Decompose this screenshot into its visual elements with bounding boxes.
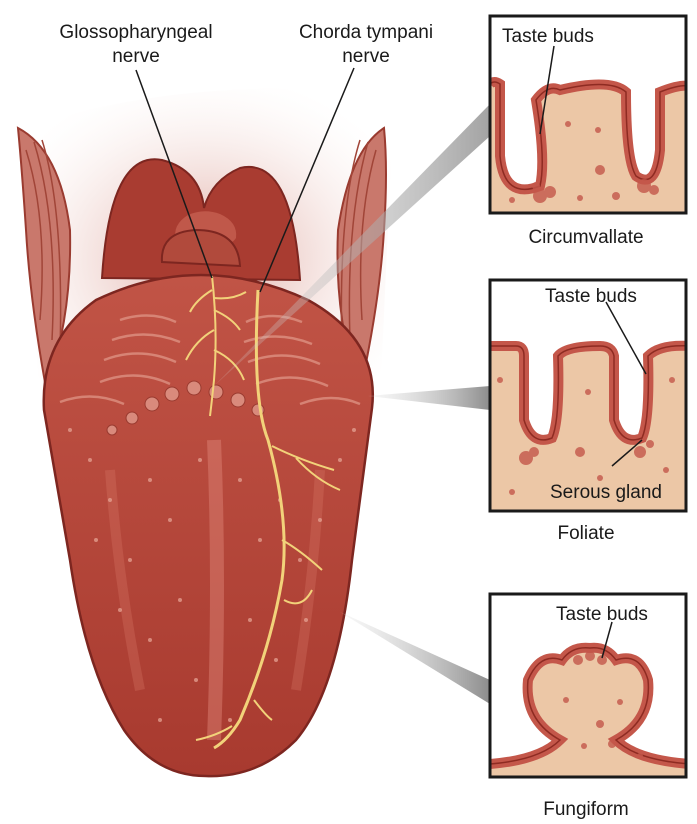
fungiform-pointer bbox=[340, 612, 490, 704]
glossopharyngeal-nerve bbox=[185, 275, 247, 417]
circumvallate-pointer bbox=[214, 104, 490, 386]
fungiform-caption: Fungiform bbox=[543, 799, 629, 820]
foliate-panel: Taste buds Serous gland bbox=[488, 278, 688, 513]
chorda-tympani-nerve bbox=[195, 289, 341, 750]
foliate-caption: Foliate bbox=[557, 523, 614, 544]
serous-gland-label: Serous gland bbox=[550, 482, 662, 503]
glossopharyngeal-label-line2: nerve bbox=[112, 46, 160, 67]
serous-gland-leader bbox=[611, 439, 643, 467]
chorda-tympani-leader bbox=[259, 67, 355, 293]
foliate-taste-buds-leader bbox=[605, 301, 647, 375]
left-pharyngeal-folds bbox=[16, 126, 72, 392]
glossopharyngeal-leader bbox=[135, 69, 213, 279]
chorda-tympani-label-line2: nerve bbox=[342, 46, 390, 67]
fungiform-taste-buds-label: Taste buds bbox=[556, 604, 648, 625]
circumvallate-caption: Circumvallate bbox=[528, 227, 643, 248]
fungiform-taste-buds-leader bbox=[601, 621, 613, 659]
circumvallate-panel: Taste buds bbox=[488, 14, 688, 215]
circumvallate-taste-buds-leader bbox=[539, 45, 555, 135]
foliate-pointer bbox=[368, 386, 490, 410]
circumvallate-taste-buds-label: Taste buds bbox=[502, 26, 594, 47]
glossopharyngeal-label-line1: Glossopharyngeal bbox=[59, 22, 212, 43]
foliate-taste-buds-label: Taste buds bbox=[545, 286, 637, 307]
chorda-tympani-label-line1: Chorda tympani bbox=[299, 22, 433, 43]
tongue bbox=[42, 273, 375, 778]
fungiform-panel: Taste buds bbox=[488, 592, 688, 779]
